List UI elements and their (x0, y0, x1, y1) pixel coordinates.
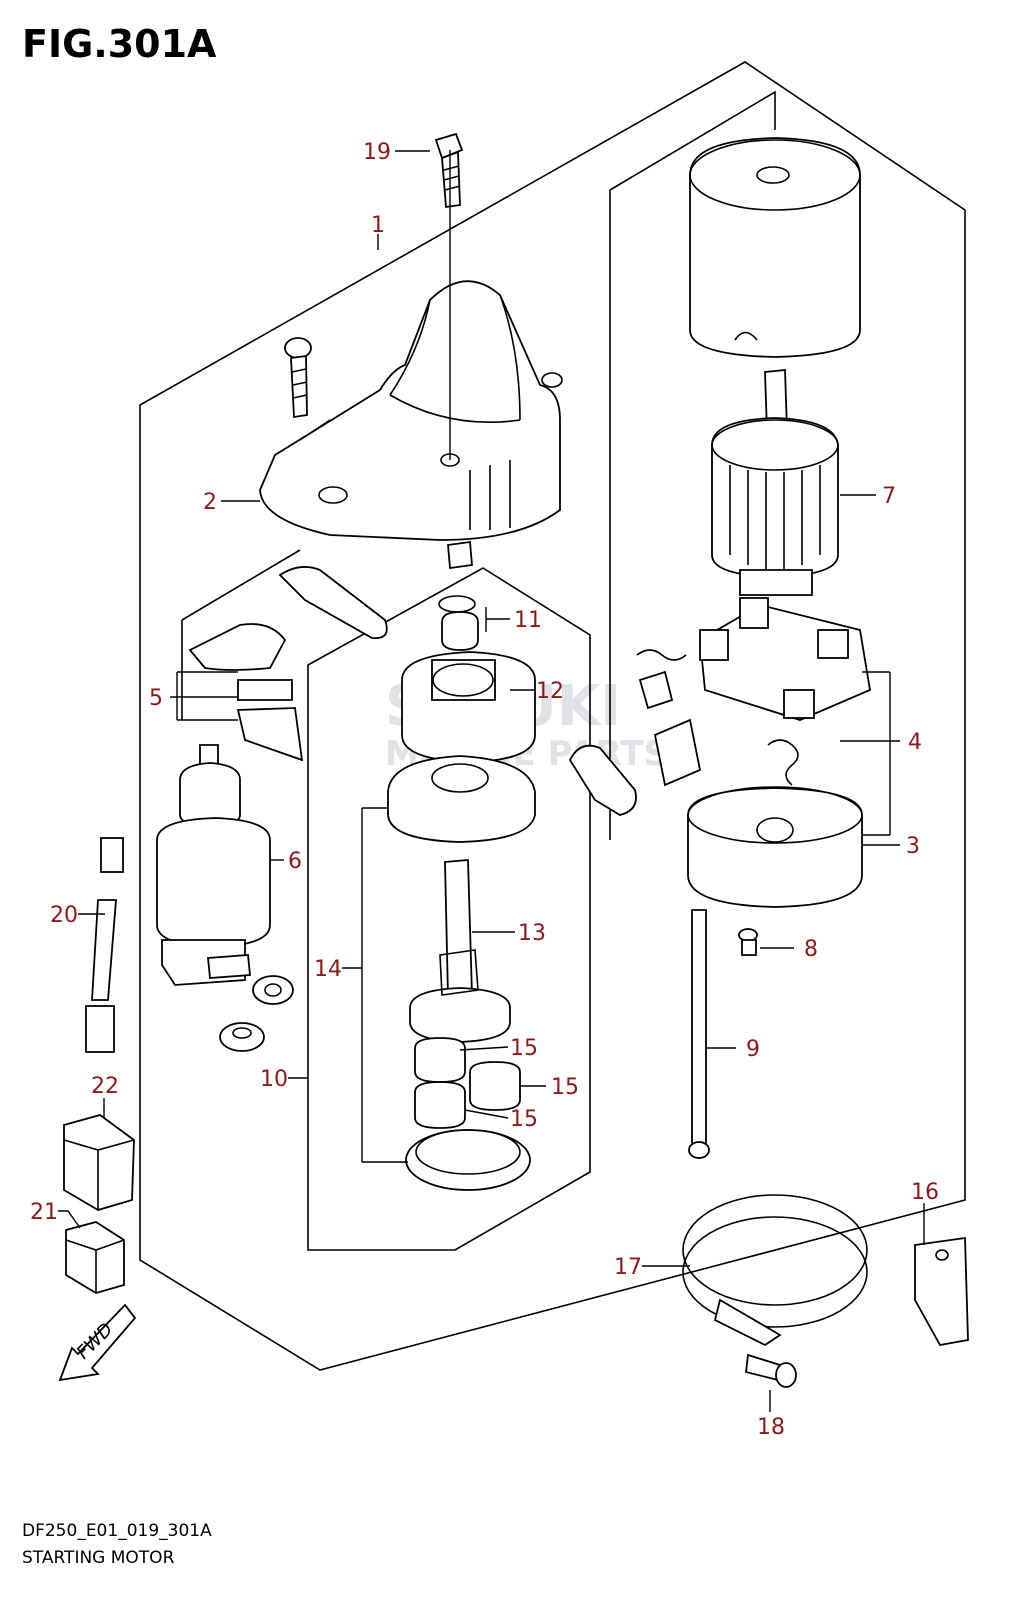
bolt-19 (434, 132, 464, 209)
callout-labels: 19 1 2 7 11 12 5 4 6 3 20 13 8 14 9 15 1… (30, 140, 939, 1440)
gear-housing-14 (387, 755, 536, 843)
armature-7 (711, 369, 839, 596)
callout-12: 12 (536, 679, 564, 704)
assembly-frame-right (609, 90, 776, 840)
callout-15-top: 15 (510, 1036, 538, 1061)
callout-22: 22 (91, 1074, 119, 1099)
terminal-cap (568, 670, 702, 816)
yoke (689, 137, 861, 358)
nuts (219, 975, 294, 1052)
callout-7: 7 (882, 484, 896, 509)
callout-14: 14 (314, 957, 342, 982)
band-17 (682, 1194, 868, 1347)
leader-lines (58, 150, 925, 1412)
wire-20 (85, 837, 124, 1053)
figure-code: DF250_E01_019_301A (22, 1521, 212, 1541)
callout-19: 19 (363, 140, 391, 165)
end-cover-3 (687, 786, 863, 908)
callout-6: 6 (288, 849, 302, 874)
housing-2 (259, 280, 563, 541)
screw-8 (738, 928, 758, 956)
figure-name: STARTING MOTOR (22, 1548, 175, 1568)
assembly-frame-gear (307, 567, 591, 1251)
assembly-frame-left (181, 549, 301, 720)
pinion-12 (401, 651, 536, 763)
callout-9: 9 (746, 1037, 760, 1062)
brush-holder-4 (636, 597, 872, 786)
planet-gears-15 (414, 1037, 521, 1129)
lever-and-seals-5 (188, 566, 388, 762)
screw-2 (284, 337, 312, 419)
fwd-arrow: FWD (58, 1303, 137, 1382)
callout-15-bottom: 15 (510, 1107, 538, 1132)
through-bolt-9 (688, 909, 710, 1159)
callout-1: 1 (371, 213, 385, 238)
ring-11 (438, 595, 479, 651)
solenoid-6 (156, 744, 271, 986)
relay-21 (65, 1221, 125, 1294)
callout-10: 10 (260, 1067, 288, 1092)
shaft-13 (409, 859, 511, 1043)
callout-2: 2 (203, 490, 217, 515)
callout-15-right: 15 (551, 1075, 579, 1100)
callout-5: 5 (149, 686, 163, 711)
callout-17: 17 (614, 1255, 642, 1280)
bracket-16 (914, 1236, 969, 1346)
callout-3: 3 (906, 834, 920, 859)
relay-22 (63, 1114, 135, 1211)
bolt-18 (745, 1353, 797, 1388)
assembly-frame-outer (139, 61, 966, 1371)
callout-8: 8 (804, 937, 818, 962)
callout-13: 13 (518, 921, 546, 946)
figure-title: FIG.301A (22, 22, 217, 66)
callout-16: 16 (911, 1180, 939, 1205)
callout-4: 4 (908, 730, 922, 755)
bushing (447, 540, 473, 570)
callout-20: 20 (50, 903, 78, 928)
callout-11: 11 (514, 608, 542, 633)
internal-gear (405, 1129, 531, 1191)
callout-21: 21 (30, 1200, 58, 1225)
callout-18: 18 (757, 1415, 785, 1440)
